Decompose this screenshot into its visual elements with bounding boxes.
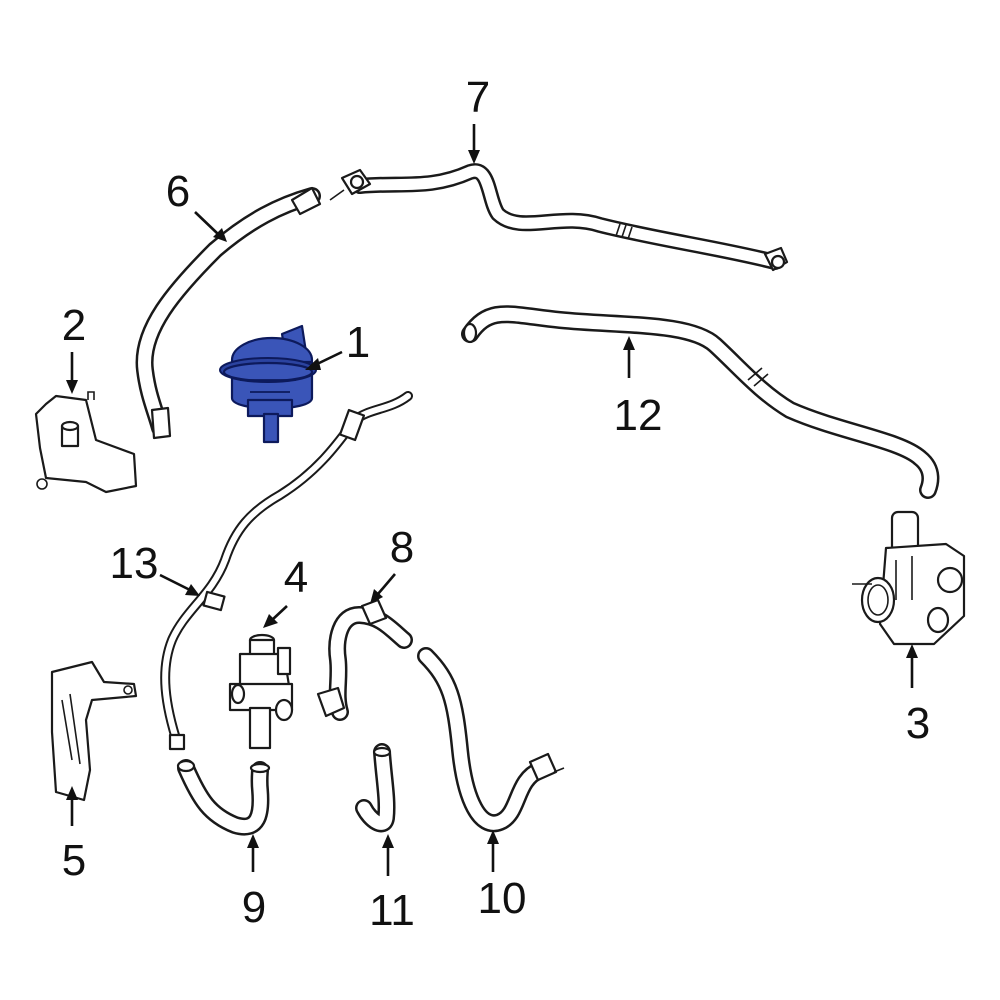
leader-6 [194, 211, 219, 235]
arrowhead-12 [623, 336, 635, 350]
callout-1: 1 [346, 318, 370, 367]
arrowhead-11 [382, 834, 394, 848]
leader-13 [159, 573, 191, 592]
part-5-bracket[interactable] [50, 660, 138, 802]
part-10-hose[interactable] [417, 647, 565, 833]
leader-4 [271, 605, 288, 621]
part-11-hose[interactable] [355, 743, 396, 833]
callout-2: 2 [62, 301, 86, 350]
callout-5: 5 [62, 836, 86, 885]
arrowhead-13 [185, 584, 200, 596]
part-13-hose[interactable] [160, 391, 413, 751]
leader-1 [314, 350, 343, 367]
arrowhead-1 [305, 358, 321, 370]
arrowhead-3 [906, 644, 918, 658]
callout-12: 12 [614, 391, 663, 440]
part-6-hose[interactable] [135, 186, 322, 440]
callout-4: 4 [284, 553, 308, 602]
callout-7: 7 [466, 73, 490, 122]
arrowhead-6 [213, 228, 227, 242]
part-2-bracket[interactable] [34, 391, 138, 494]
part-12-hose[interactable] [461, 305, 940, 499]
callout-3: 3 [906, 699, 930, 748]
callout-9: 9 [242, 883, 266, 932]
arrowhead-5 [66, 786, 78, 800]
part-7-hose[interactable] [329, 163, 789, 272]
part-1-air-pump[interactable] [219, 324, 317, 444]
arrowhead-9 [247, 834, 259, 848]
callout-8: 8 [390, 523, 414, 572]
callout-11: 11 [369, 886, 415, 935]
part-9-hose[interactable] [176, 759, 271, 836]
callout-13: 13 [110, 539, 159, 588]
part-4-valve[interactable] [228, 633, 294, 750]
callout-numbers: 1 2 3 4 5 6 7 8 9 10 11 12 13 [62, 73, 930, 935]
part-8-hose[interactable] [316, 598, 413, 721]
arrowhead-4 [263, 614, 278, 628]
part-3-valve[interactable] [852, 510, 966, 646]
arrowhead-7 [468, 150, 480, 164]
callout-6: 6 [166, 167, 190, 216]
arrowhead-8 [370, 589, 383, 604]
arrowhead-10 [487, 830, 499, 844]
leader-lines [66, 124, 918, 876]
leader-8 [377, 573, 396, 595]
arrowhead-2 [66, 380, 78, 394]
callout-10: 10 [478, 874, 527, 923]
